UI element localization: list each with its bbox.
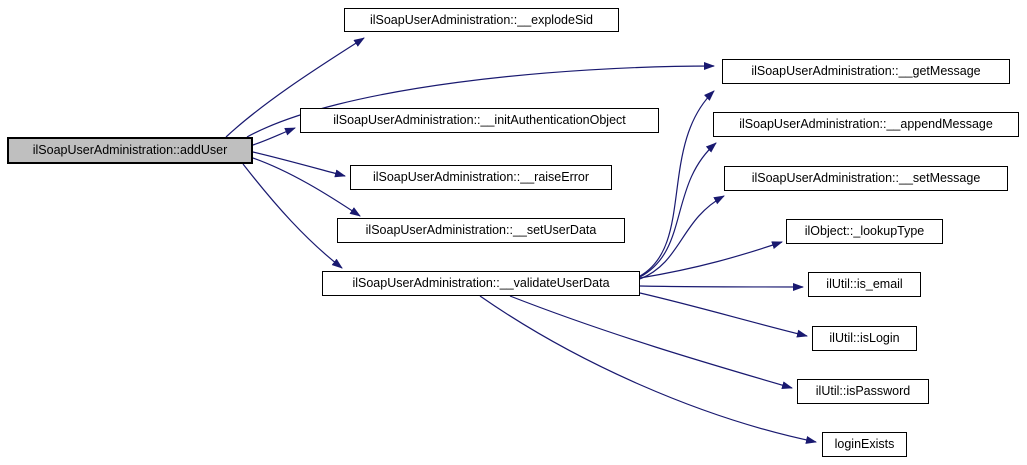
edge-validateUserData-loginExists xyxy=(479,295,817,444)
edge-validateUserData-setMessage xyxy=(639,195,725,280)
edge-addUser-initAuthenticationObject xyxy=(252,127,296,146)
node-appendMessage[interactable]: ilSoapUserAdministration::__appendMessag… xyxy=(713,112,1019,137)
edge-validateUserData-isLogin xyxy=(639,292,808,338)
node-initAuthenticationObject[interactable]: ilSoapUserAdministration::__initAuthenti… xyxy=(300,108,659,133)
node-isLogin[interactable]: ilUtil::isLogin xyxy=(812,326,917,351)
node-setMessage[interactable]: ilSoapUserAdministration::__setMessage xyxy=(724,166,1008,191)
node-getMessage[interactable]: ilSoapUserAdministration::__getMessage xyxy=(722,59,1010,84)
edge-validateUserData-appendMessage xyxy=(639,142,717,278)
edge-validateUserData-isPassword xyxy=(509,295,793,390)
node-isPassword[interactable]: ilUtil::isPassword xyxy=(797,379,929,404)
node-explodeSid[interactable]: ilSoapUserAdministration::__explodeSid xyxy=(344,8,619,32)
edge-addUser-raiseError xyxy=(252,151,346,178)
node-validateUserData[interactable]: ilSoapUserAdministration::__validateUser… xyxy=(322,271,640,296)
node-lookupType[interactable]: ilObject::_lookupType xyxy=(786,219,943,244)
node-is_email[interactable]: ilUtil::is_email xyxy=(808,272,921,297)
node-raiseError[interactable]: ilSoapUserAdministration::__raiseError xyxy=(350,165,612,190)
node-loginExists[interactable]: loginExists xyxy=(822,432,907,457)
node-addUser[interactable]: ilSoapUserAdministration::addUser xyxy=(7,137,253,164)
edge-addUser-setUserData xyxy=(252,157,361,217)
node-setUserData[interactable]: ilSoapUserAdministration::__setUserData xyxy=(337,218,625,243)
edge-validateUserData-is_email xyxy=(639,282,804,291)
edge-addUser-validateUserData xyxy=(242,163,343,269)
edge-validateUserData-lookupType xyxy=(639,241,783,279)
